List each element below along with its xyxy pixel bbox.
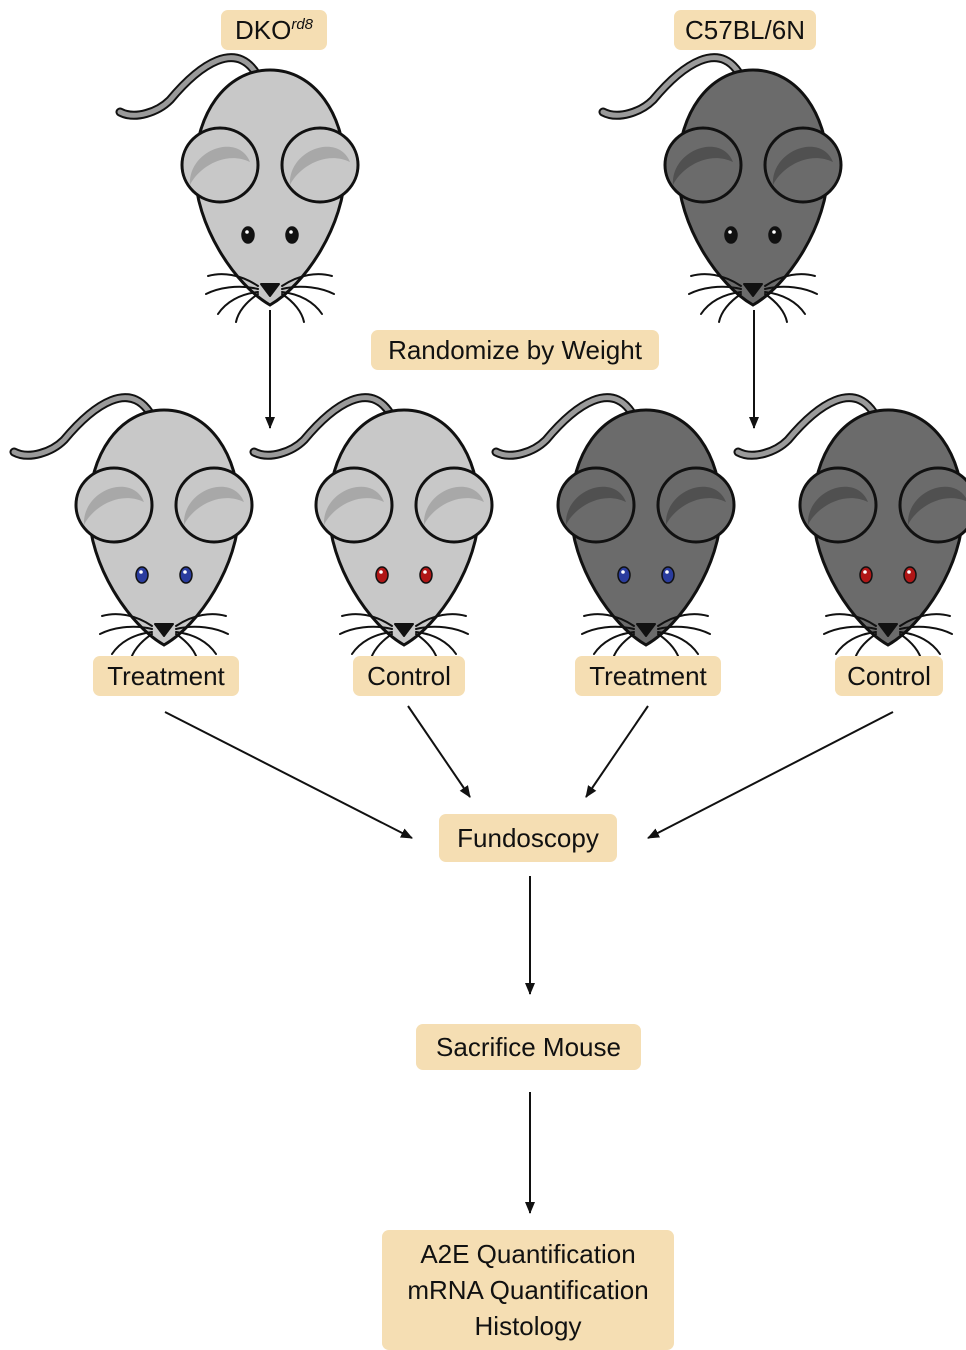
- strain-dko-base: DKO: [235, 15, 291, 45]
- sacrifice-step: Sacrifice Mouse: [416, 1024, 641, 1070]
- right-eye: [420, 567, 432, 583]
- arrow-treatment1-to-fundoscopy: [165, 712, 412, 838]
- right-eye: [180, 567, 192, 583]
- outcome-mrna: mRNA Quantification: [392, 1272, 664, 1308]
- left-eye: [242, 227, 254, 243]
- left-eye: [376, 567, 388, 583]
- left-ear: [316, 468, 392, 542]
- whisker: [900, 632, 940, 654]
- right-ear: [176, 468, 252, 542]
- fundoscopy-step: Fundoscopy: [439, 814, 617, 862]
- mouse-group-4: [738, 398, 966, 662]
- left-ear: [76, 468, 152, 542]
- whisker: [282, 292, 322, 314]
- whisker: [836, 632, 876, 654]
- whisker: [765, 294, 787, 322]
- mouse-dko-parent: [120, 58, 358, 322]
- mouse-c57-parent: [603, 58, 841, 322]
- outcome-histology: Histology: [392, 1308, 664, 1344]
- arrow-treatment2-to-fundoscopy: [586, 706, 648, 797]
- mouse-group-2: [254, 398, 492, 662]
- left-ear: [558, 468, 634, 542]
- group-label-treatment-dko: Treatment: [93, 656, 239, 696]
- whisker: [658, 632, 698, 654]
- left-eye: [618, 567, 630, 583]
- outcomes-box: A2E Quantification mRNA Quantification H…: [382, 1230, 674, 1350]
- whisker: [765, 292, 805, 314]
- arrow-control1-to-fundoscopy: [408, 706, 470, 797]
- right-ear: [416, 468, 492, 542]
- right-eye: [286, 227, 298, 243]
- whisker: [352, 632, 392, 654]
- group-label-control-c57: Control: [835, 656, 943, 696]
- arrow-control2-to-fundoscopy: [648, 712, 893, 838]
- right-eye: [662, 567, 674, 583]
- whisker: [594, 632, 634, 654]
- whisker: [218, 292, 258, 314]
- right-ear: [900, 468, 966, 542]
- randomize-label: Randomize by Weight: [371, 330, 659, 370]
- left-ear: [182, 128, 258, 202]
- group-label-control-dko: Control: [353, 656, 465, 696]
- outcome-a2e: A2E Quantification: [392, 1236, 664, 1272]
- left-ear: [800, 468, 876, 542]
- left-eye: [860, 567, 872, 583]
- left-eye: [136, 567, 148, 583]
- left-ear: [665, 128, 741, 202]
- whisker: [236, 294, 258, 322]
- strain-dko-superscript: rd8: [291, 16, 313, 33]
- whisker: [112, 632, 152, 654]
- mouse-group-1: [14, 398, 252, 662]
- strain-label-dko: DKOrd8: [221, 10, 327, 50]
- left-eye: [725, 227, 737, 243]
- group-label-treatment-c57: Treatment: [575, 656, 721, 696]
- whisker: [719, 294, 741, 322]
- right-eye: [769, 227, 781, 243]
- whisker: [176, 632, 216, 654]
- right-eye: [904, 567, 916, 583]
- right-ear: [765, 128, 841, 202]
- right-ear: [658, 468, 734, 542]
- right-ear: [282, 128, 358, 202]
- strain-label-c57: C57BL/6N: [674, 10, 816, 50]
- whisker: [701, 292, 741, 314]
- whisker: [416, 632, 456, 654]
- whisker: [282, 294, 304, 322]
- mouse-group-3: [496, 398, 734, 662]
